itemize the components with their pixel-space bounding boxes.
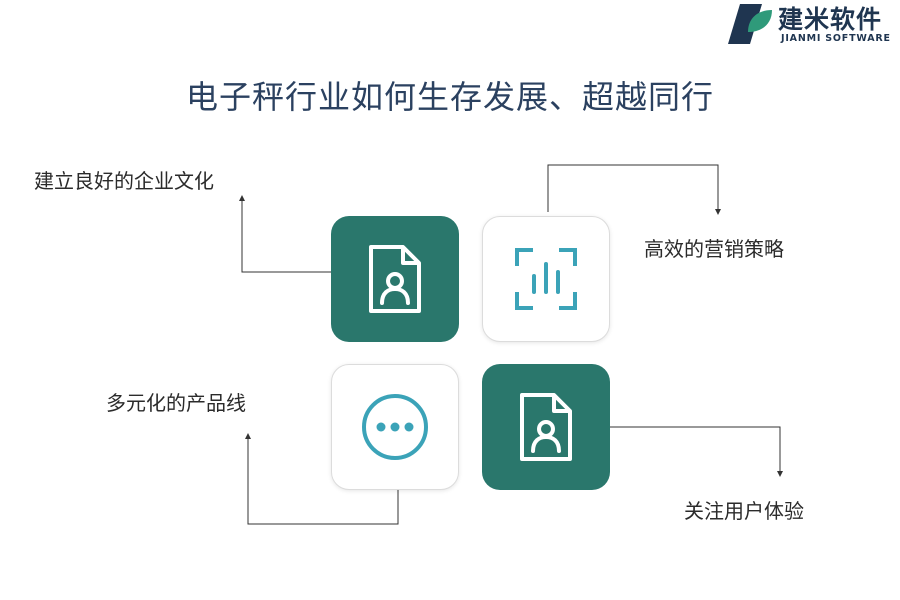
label-product-line: 多元化的产品线: [106, 391, 246, 415]
label-corporate-culture: 建立良好的企业文化: [34, 169, 214, 193]
label-marketing-strategy: 高效的营销策略: [644, 237, 784, 261]
ellipsis-circle-icon: [362, 394, 428, 460]
document-user-icon: [369, 245, 421, 313]
logo-mark-icon: [728, 4, 772, 44]
connector-top-right: [547, 164, 721, 215]
tile-corporate-culture: [331, 216, 459, 342]
connector-bottom-left: [245, 433, 399, 525]
page-title: 电子秤行业如何生存发展、超越同行: [185, 78, 714, 116]
brand-logo: 建米软件 JIANMI SOFTWARE: [726, 2, 896, 48]
tile-user-experience: [482, 364, 610, 490]
brand-name-en: JIANMI SOFTWARE: [781, 33, 891, 44]
tile-marketing-strategy: [482, 216, 610, 342]
label-user-experience: 关注用户体验: [684, 499, 804, 523]
brand-name-cn: 建米软件: [778, 5, 883, 34]
document-user-icon: [520, 393, 572, 461]
tile-product-line: [331, 364, 459, 490]
bar-chart-icon: [515, 248, 577, 310]
connector-top-left: [239, 195, 332, 273]
connector-bottom-right: [610, 426, 783, 477]
